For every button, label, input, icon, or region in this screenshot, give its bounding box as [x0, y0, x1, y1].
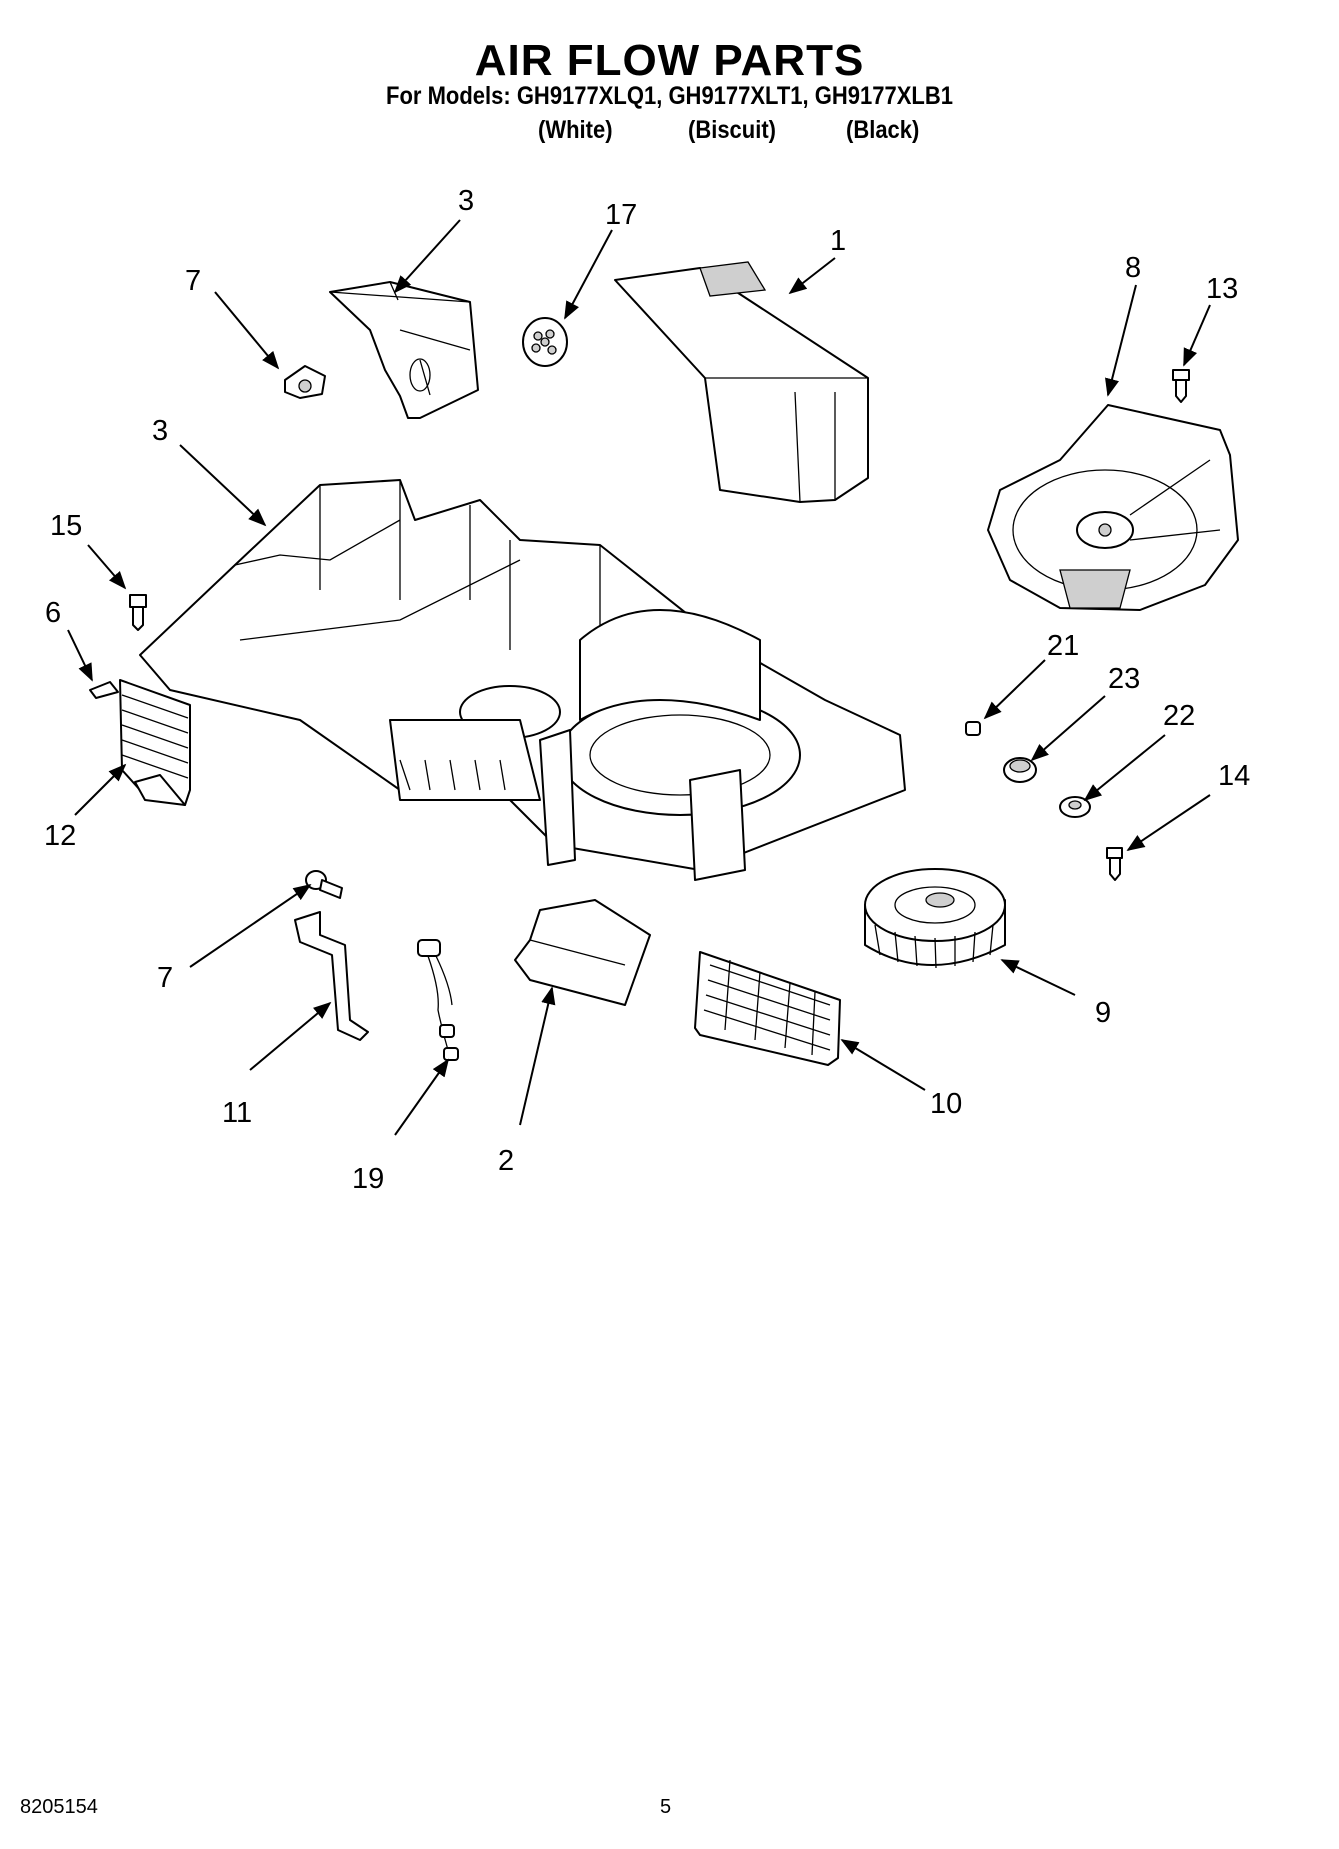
part-21-nut — [965, 721, 981, 736]
part-8-fan-housing — [987, 404, 1239, 611]
callout-labels: 3 7 17 1 3 8 13 15 6 12 21 23 22 14 9 7 … — [44, 185, 1250, 1195]
part-9-blower-wheel — [864, 868, 1006, 969]
callout-8: 8 — [1125, 252, 1141, 284]
callout-1: 1 — [830, 225, 846, 257]
color-label-biscuit: (Biscuit) — [688, 116, 776, 144]
callout-10: 10 — [930, 1088, 962, 1120]
callout-6: 6 — [45, 597, 61, 629]
part-22-nut — [1059, 796, 1091, 818]
callout-12: 12 — [44, 820, 76, 852]
part-5-clip — [284, 365, 326, 399]
part-17-thermostat — [522, 317, 568, 367]
part-6-piece — [89, 681, 119, 699]
part-1-duct — [614, 261, 869, 503]
callout-17: 17 — [605, 199, 637, 231]
part-3-base-frame — [139, 479, 906, 881]
models-line: For Models: GH9177XLQ1, GH9177XLT1, GH91… — [386, 82, 953, 110]
part-10-filter — [694, 951, 841, 1066]
part-23-bushing — [1003, 757, 1037, 783]
page-number: 5 — [660, 1796, 672, 1818]
callout-4: 3 — [458, 185, 474, 217]
callout-21: 21 — [1047, 630, 1079, 662]
color-label-black: (Black) — [846, 116, 920, 144]
callout-15: 15 — [50, 510, 82, 542]
part-13-screw — [1172, 369, 1190, 403]
callout-23: 23 — [1108, 663, 1140, 695]
document-code: 8205154 — [20, 1796, 98, 1818]
part-2-cover — [514, 899, 651, 1006]
callout-2: 2 — [498, 1145, 514, 1177]
callout-5: 7 — [185, 265, 201, 297]
leader-lines — [67, 219, 1211, 1136]
callout-3: 3 — [152, 415, 168, 447]
part-4-bracket — [329, 281, 479, 419]
part-11-bracket — [294, 911, 369, 1041]
callout-11: 11 — [222, 1097, 252, 1129]
color-label-white: (White) — [538, 116, 613, 144]
part-19-wire-harness — [417, 939, 459, 1061]
callout-7: 7 — [157, 962, 173, 994]
part-14-screw — [1106, 847, 1123, 881]
page-title: AIR FLOW PARTS — [474, 36, 865, 85]
callout-9: 9 — [1095, 997, 1111, 1029]
callout-13: 13 — [1206, 273, 1238, 305]
part-12-grille — [119, 679, 191, 806]
callout-14: 14 — [1218, 760, 1250, 792]
part-7-lamp — [305, 870, 343, 899]
part-15-screw — [129, 594, 147, 631]
callout-22: 22 — [1163, 700, 1195, 732]
callout-19: 19 — [352, 1163, 384, 1195]
